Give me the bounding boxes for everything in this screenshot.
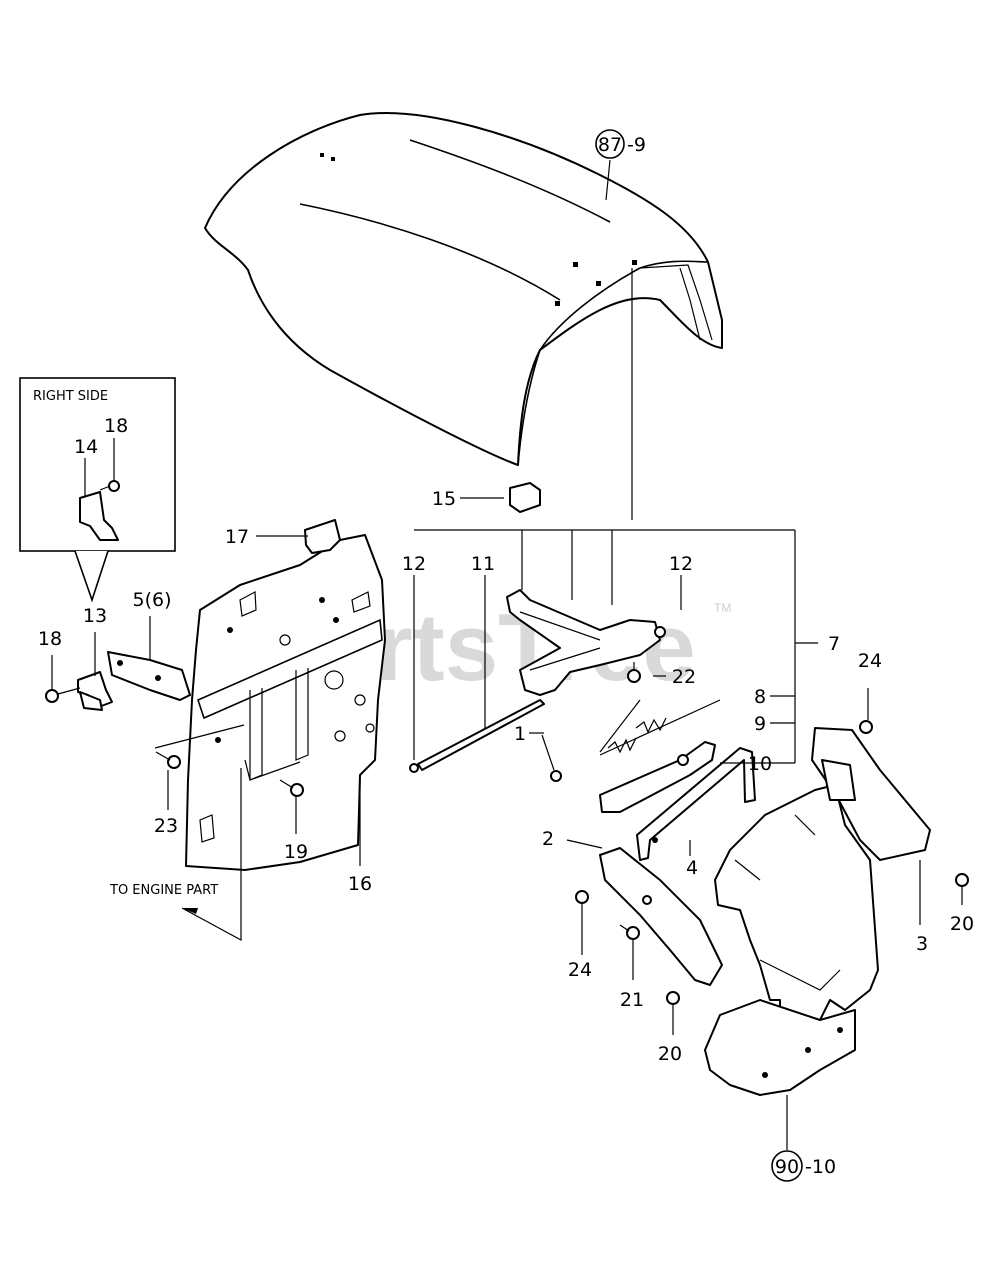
callout-labels: 1 2 3 4 5(6) 7 8 9 10 11 12 12 13 15 16 … [38,488,974,1065]
callout-17: 17 [225,526,249,548]
ref-87-9: 87 -9 [595,129,646,201]
bracket-10 [599,741,716,813]
side-panel-16 [185,519,386,871]
bolt-23 [154,724,245,769]
springs-8-9 [599,699,721,756]
callout-3: 3 [916,933,928,955]
callout-16: 16 [348,873,372,895]
inset-label-18: 18 [104,415,128,437]
watermark-trademark: TM [714,601,731,615]
inset-label-14: 14 [74,436,98,458]
callout-7: 7 [828,633,840,655]
rubber-block-15 [509,482,541,513]
bracket-2 [599,847,723,986]
bolt-22 [627,662,641,683]
rod-11 [409,699,545,773]
ref-87-number: 87 [598,134,622,156]
callout-15: 15 [432,488,456,510]
inset-title: RIGHT SIDE [33,389,108,404]
callout-9: 9 [754,713,766,735]
bracket-4 [636,747,756,861]
bolt-24-left [575,890,589,904]
bolt-19 [279,779,304,797]
ref-90-suffix: -10 [805,1156,836,1178]
bracket-5-6 [107,651,191,701]
leader-lines [51,497,921,955]
ref-87-suffix: -9 [627,134,646,156]
bolt-21 [619,924,640,980]
inset-right-side: RIGHT SIDE 14 18 [19,377,176,603]
bolt-24-right [859,688,873,734]
callout-10: 10 [748,753,772,775]
bolt-20-right [955,873,969,905]
callout-24-left: 24 [568,959,592,981]
callout-5-6: 5(6) [132,589,171,611]
callout-19: 19 [284,841,308,863]
note-to-engine-part: TO ENGINE PART [109,883,218,898]
callout-8: 8 [754,686,766,708]
callout-18: 18 [38,628,62,650]
callout-22: 22 [672,666,696,688]
callout-24-right: 24 [858,650,882,672]
bracket-13 [45,671,113,711]
callout-21: 21 [620,989,644,1011]
support-frame-3 [704,727,931,1096]
callout-1: 1 [514,723,526,745]
nut-1 [541,734,562,782]
hinge-plate-7 [506,589,666,696]
callout-11: 11 [471,553,495,575]
ref-90-10: 90 -10 [771,1095,836,1182]
callout-12-left: 12 [402,553,426,575]
callout-20-bottom: 20 [658,1043,682,1065]
callout-20-right: 20 [950,913,974,935]
callout-23: 23 [154,815,178,837]
hood-part [204,112,723,466]
callout-12-right: 12 [669,553,693,575]
callout-2: 2 [542,828,554,850]
callout-13: 13 [83,605,107,627]
bolt-20-bottom [666,991,680,1035]
ref-90-number: 90 [775,1156,799,1178]
callout-4: 4 [686,857,698,879]
